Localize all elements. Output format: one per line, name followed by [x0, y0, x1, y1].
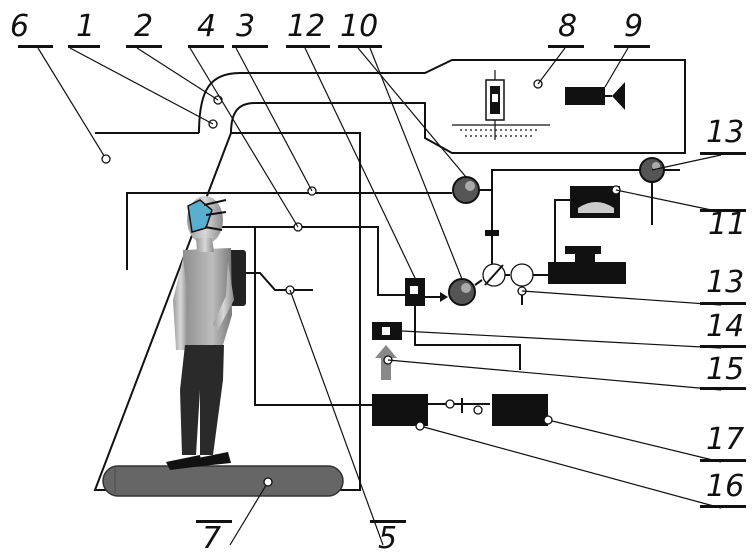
label-16: 16	[706, 469, 745, 504]
label-12: 12	[287, 9, 326, 44]
label-5: 5	[378, 521, 398, 556]
label-17: 17	[706, 422, 745, 457]
label-7: 7	[202, 521, 222, 556]
label-14: 14	[706, 309, 745, 344]
test-subject	[166, 196, 246, 470]
treadmill	[102, 465, 344, 497]
breathing-line	[254, 228, 372, 406]
air-duct	[198, 59, 686, 154]
analyzer-body	[548, 262, 626, 284]
fan-motor	[565, 87, 605, 105]
mask-sampling-line	[200, 226, 405, 296]
mask-icon	[187, 199, 213, 233]
label-10: 10	[340, 9, 379, 44]
fan-blade-icon	[612, 82, 625, 110]
climatic-chamber	[93, 132, 361, 491]
label-3: 3	[236, 9, 256, 44]
unit-16	[372, 394, 428, 426]
label-13-lower: 13	[706, 265, 745, 300]
label-2: 2	[134, 9, 154, 44]
label-4: 4	[197, 9, 217, 44]
label-9: 9	[624, 9, 644, 44]
label-1: 1	[76, 9, 96, 44]
label-11: 11	[708, 207, 747, 242]
pump-10-lower	[448, 278, 476, 306]
label-6: 6	[10, 9, 30, 44]
label-15: 15	[706, 352, 745, 387]
pump-10-upper	[452, 176, 480, 204]
label-8: 8	[558, 9, 578, 44]
leader-lines	[37, 47, 722, 546]
junction-valve	[510, 263, 534, 287]
label-13-upper: 13	[706, 115, 745, 150]
chamber-sampling-line	[126, 192, 452, 270]
unit-17	[492, 394, 548, 426]
